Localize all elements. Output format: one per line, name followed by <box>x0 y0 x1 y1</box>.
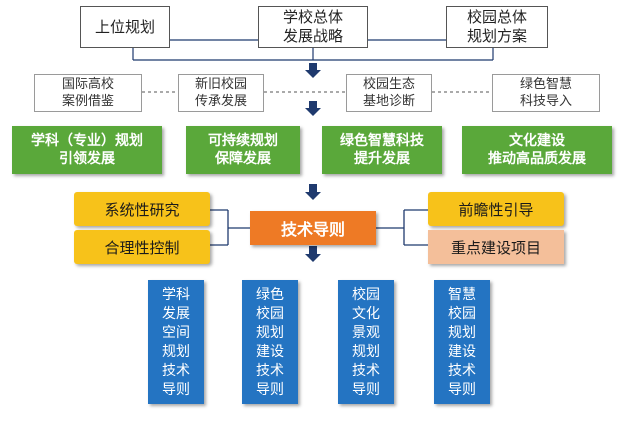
node-campus-master-plan: 校园总体 规划方案 <box>446 6 548 48</box>
node-smart-campus-guideline: 智慧 校园 规划 建设 技术 导则 <box>434 280 490 404</box>
node-key-projects: 重点建设项目 <box>428 230 564 264</box>
arrow-down-4 <box>305 246 321 262</box>
node-label: 重点建设项目 <box>450 238 541 257</box>
node-green-smart-tech: 绿色智慧科技 提升发展 <box>322 126 442 174</box>
node-label: 校园生态 基地诊断 <box>362 77 415 109</box>
factor-connector <box>210 209 428 246</box>
node-label: 学科（专业）规划 引领发展 <box>31 133 143 167</box>
node-label: 系统性研究 <box>104 200 180 219</box>
node-label: 学科 发展 空间 规划 技术 导则 <box>162 287 190 398</box>
top-connector <box>132 39 494 61</box>
node-upper-planning: 上位规划 <box>80 6 170 48</box>
arrow-down-2 <box>305 101 321 116</box>
node-school-strategy: 学校总体 发展战略 <box>258 6 368 48</box>
node-label: 国际高校 案例借鉴 <box>61 77 114 109</box>
node-label: 校园总体 规划方案 <box>466 8 527 45</box>
node-label: 绿色 校园 规划 建设 技术 导则 <box>256 287 284 398</box>
node-campus-heritage: 新旧校园 传承发展 <box>178 74 264 112</box>
node-label: 上位规划 <box>94 17 155 36</box>
node-ecology-diagnosis: 校园生态 基地诊断 <box>346 74 432 112</box>
node-technical-guideline: 技术导则 <box>250 211 376 245</box>
node-systematic-research: 系统性研究 <box>74 192 210 226</box>
node-label: 学校总体 发展战略 <box>282 8 343 45</box>
node-smart-tech: 绿色智慧 科技导入 <box>492 74 600 112</box>
node-label: 可持续规划 保障发展 <box>208 133 278 167</box>
node-discipline-planning: 学科（专业）规划 引领发展 <box>12 126 162 174</box>
node-label: 绿色智慧科技 提升发展 <box>340 133 424 167</box>
node-label: 技术导则 <box>280 220 345 239</box>
node-label: 新旧校园 传承发展 <box>194 77 247 109</box>
node-sustainable-planning: 可持续规划 保障发展 <box>186 126 300 174</box>
node-international-cases: 国际高校 案例借鉴 <box>34 74 142 112</box>
node-culture-building: 文化建设 推动高品质发展 <box>462 126 612 174</box>
arrow-down-1 <box>305 63 321 78</box>
node-forward-guidance: 前瞻性引导 <box>428 192 564 226</box>
node-label: 校园 文化 景观 规划 技术 导则 <box>352 287 380 398</box>
node-label: 绿色智慧 科技导入 <box>519 77 572 109</box>
node-green-campus-guideline: 绿色 校园 规划 建设 技术 导则 <box>242 280 298 404</box>
node-rational-control: 合理性控制 <box>74 230 210 264</box>
node-label: 文化建设 推动高品质发展 <box>488 133 586 167</box>
arrow-down-3 <box>305 184 321 200</box>
node-landscape-guideline: 校园 文化 景观 规划 技术 导则 <box>338 280 394 404</box>
node-label: 前瞻性引导 <box>458 200 534 219</box>
node-label: 智慧 校园 规划 建设 技术 导则 <box>448 287 476 398</box>
node-discipline-guideline: 学科 发展 空间 规划 技术 导则 <box>148 280 204 404</box>
node-label: 合理性控制 <box>104 238 180 257</box>
